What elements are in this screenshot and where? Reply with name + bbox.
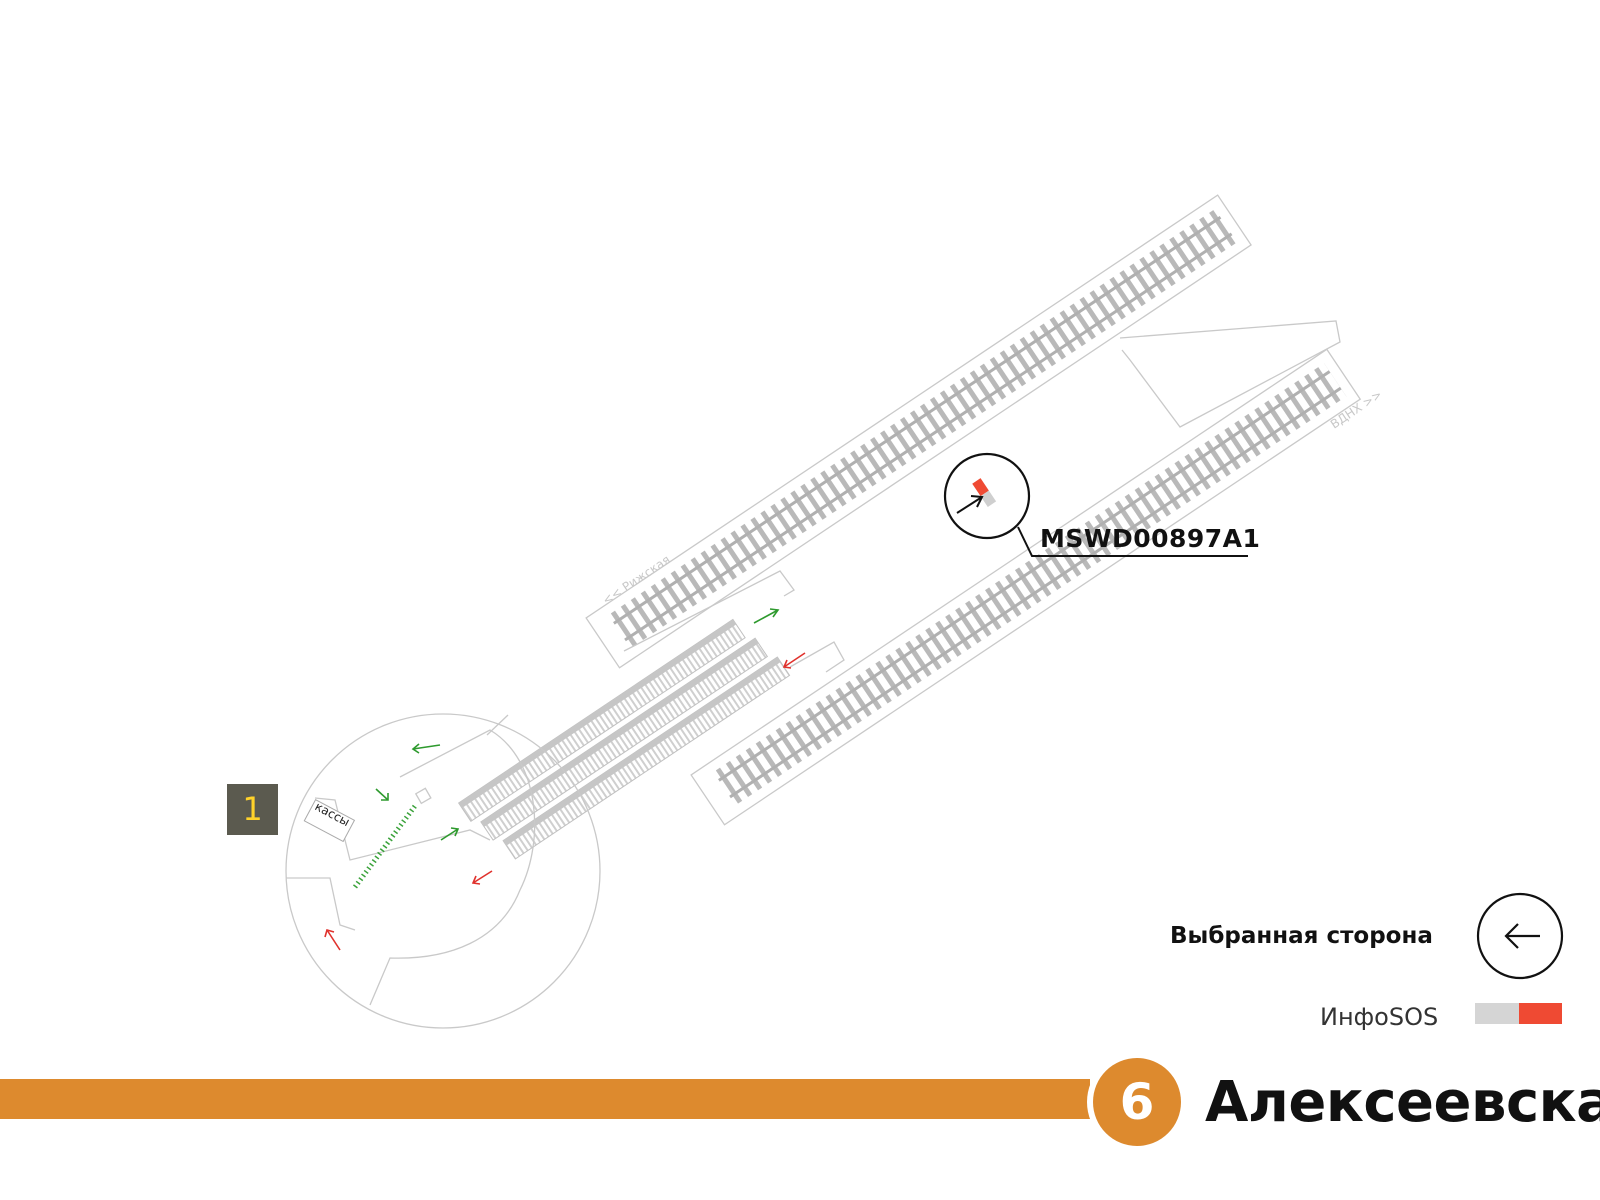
- exit-number-badge: 1: [227, 784, 278, 835]
- turnstile-line: [352, 804, 418, 889]
- infosos-direction-icon: [956, 495, 984, 514]
- arrow-up-green-icon: [440, 828, 459, 841]
- platform-edge-upper: [623, 570, 795, 652]
- arrow-down-red-icon-2: [472, 870, 493, 884]
- flow-arrows: [324, 608, 806, 951]
- ticket-office: [303, 798, 356, 843]
- platform-edge-lower: [789, 641, 845, 673]
- arrow-up-red-icon: [326, 929, 341, 951]
- platform-end-structure: [1119, 320, 1341, 428]
- callout-leader: [1017, 526, 1248, 557]
- arrow-left-icon: [1504, 923, 1540, 949]
- line-number-badge: 6: [1093, 1058, 1181, 1146]
- arrow-down-red-icon: [783, 652, 806, 668]
- arrow-up-icon: [753, 609, 779, 624]
- arrow-down-green-icon: [375, 788, 389, 801]
- station-name: Алексеевская: [1205, 1070, 1600, 1135]
- infosos-device-marker[interactable]: [943, 452, 1248, 557]
- vestibule: [285, 713, 601, 1029]
- legend-infosos-swatch: [1475, 1003, 1562, 1024]
- legend-selected-side: [1476, 892, 1564, 980]
- legend-selected-side-label: Выбранная сторона: [1170, 923, 1433, 949]
- arrow-left-green-icon: [412, 744, 441, 750]
- lower-track: [690, 348, 1362, 826]
- line-stripe: [0, 1079, 1090, 1119]
- upper-track: [585, 194, 1252, 669]
- legend-infosos-label: ИнфоSOS: [1320, 1003, 1439, 1031]
- escalator-group: [457, 618, 791, 860]
- device-code-label: MSWD00897A1: [1040, 524, 1261, 553]
